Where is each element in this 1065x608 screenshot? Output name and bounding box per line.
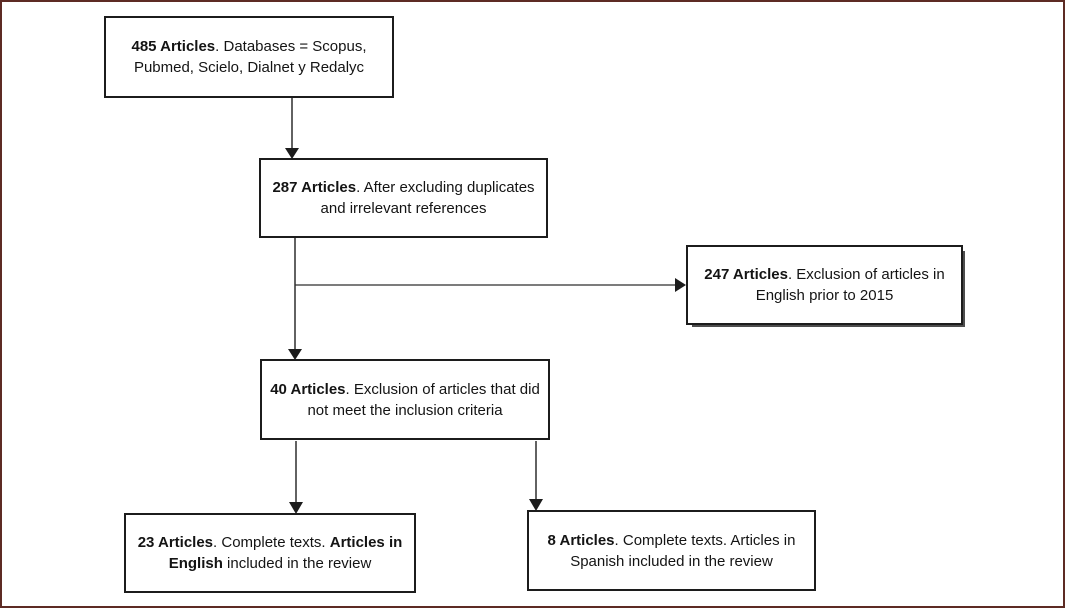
arrow-287-to-40: [288, 238, 302, 360]
flow-node-23-articles: 23 Articles. Complete texts. Articles in…: [124, 513, 416, 593]
node-text: 8 Articles. Complete texts. Articles in …: [547, 531, 796, 570]
arrow-485-to-287: [285, 98, 299, 159]
node-text: 485 Articles. Databases = Scopus, Pubmed…: [131, 38, 367, 76]
flow-node-40-articles: 40 Articles. Exclusion of articles that …: [260, 359, 550, 440]
arrow-40-to-23: [289, 441, 303, 514]
arrow-287-to-247: [295, 278, 686, 292]
node-text: 40 Articles. Exclusion of articles that …: [270, 380, 540, 419]
flow-node-247-articles: 247 Articles. Exclusion of articles in E…: [686, 245, 963, 325]
node-text: 287 Articles. After excluding duplicates…: [272, 179, 535, 217]
node-text: 247 Articles. Exclusion of articles in E…: [704, 266, 945, 304]
flow-node-485-articles: 485 Articles. Databases = Scopus, Pubmed…: [104, 16, 394, 98]
arrow-40-to-8: [529, 441, 543, 511]
flow-node-287-articles: 287 Articles. After excluding duplicates…: [259, 158, 548, 238]
node-text: 23 Articles. Complete texts. Articles in…: [137, 534, 403, 572]
arrowhead-right-icon: [675, 278, 686, 292]
flow-node-8-articles: 8 Articles. Complete texts. Articles in …: [527, 510, 816, 591]
